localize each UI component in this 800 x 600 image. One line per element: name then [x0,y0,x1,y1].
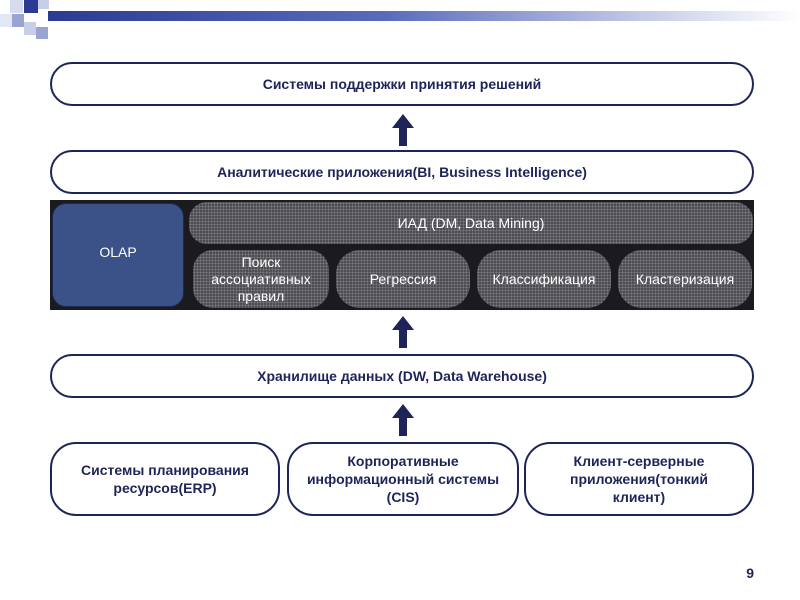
box-association-rules-label: Поиск ассоциативных правил [211,253,311,304]
box-data-mining: ИАД (DM, Data Mining) [189,202,753,244]
page-number: 9 [746,565,754,581]
box-dss: Системы поддержки принятия решений [50,62,754,106]
arrow-up-icon [392,404,414,436]
box-association-rules: Поиск ассоциативных правил [193,250,329,308]
box-dss-label: Системы поддержки принятия решений [262,76,542,92]
box-cis-label: Корпоративные информационный системы (CI… [306,453,500,505]
box-olap-label: OLAP [99,244,137,260]
box-analytics: Аналитические приложения(BI, Business In… [50,150,754,194]
box-data-mining-label: ИАД (DM, Data Mining) [397,215,545,231]
box-client-server: Клиент-серверные приложения(тонкий клиен… [524,442,754,516]
box-regression: Регрессия [336,250,470,308]
box-analytics-label: Аналитические приложения(BI, Business In… [217,164,587,180]
box-olap: OLAP [52,203,184,307]
box-erp: Системы планирования ресурсов(ERP) [50,442,280,516]
box-client-server-label: Клиент-серверные приложения(тонкий клиен… [569,453,708,505]
header-decoration [0,0,70,48]
box-erp-label: Системы планирования ресурсов(ERP) [81,462,249,496]
box-classification-label: Классификация [492,271,596,287]
box-clustering-label: Кластеризация [635,271,735,287]
box-clustering: Кластеризация [618,250,752,308]
arrow-up-icon [392,114,414,146]
box-cis: Корпоративные информационный системы (CI… [287,442,519,516]
box-data-warehouse-label: Хранилище данных (DW, Data Warehouse) [257,368,547,384]
box-regression-label: Регрессия [369,271,437,287]
arrow-up-icon [392,316,414,348]
box-data-warehouse: Хранилище данных (DW, Data Warehouse) [50,354,754,398]
header-bar [48,11,800,21]
box-classification: Классификация [477,250,611,308]
